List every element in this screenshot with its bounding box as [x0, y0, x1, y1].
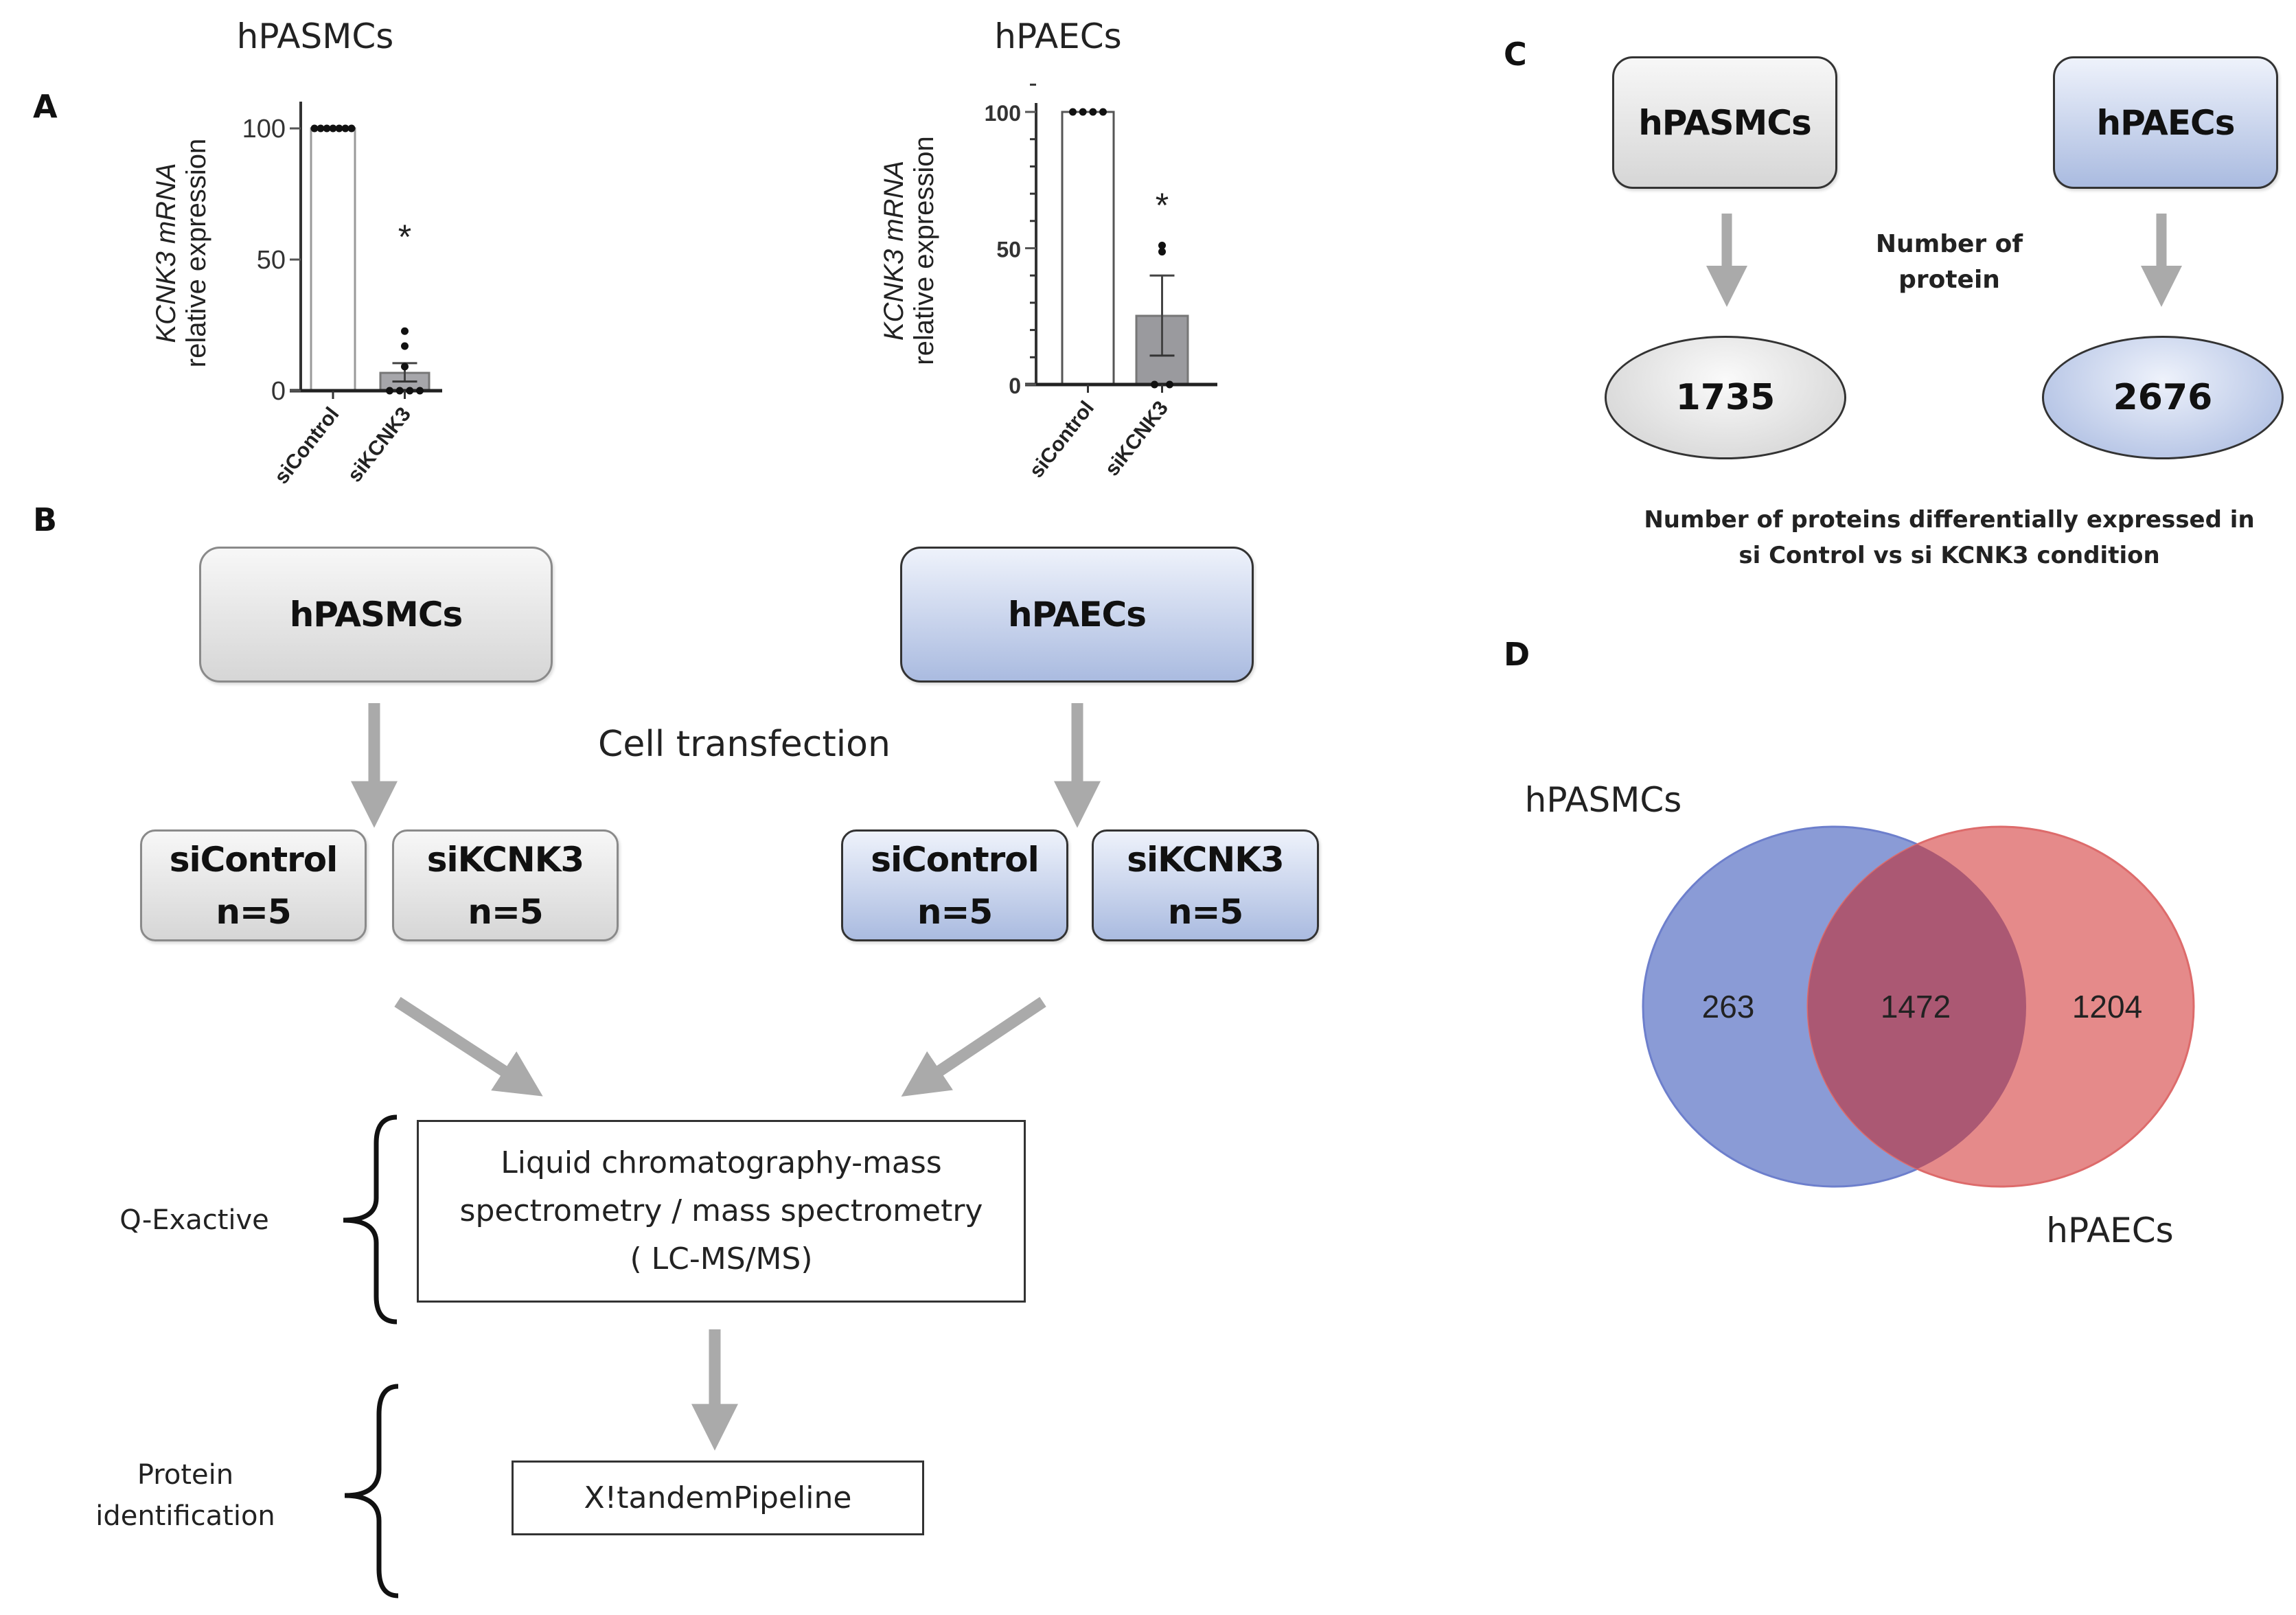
condition-n: n=5 — [917, 891, 993, 932]
venn-count-hpasmcs-only: 263 — [1702, 989, 1755, 1024]
venn-label-hpaecs: hPAECs — [2046, 1211, 2174, 1250]
cell-type-box-hpasmcs: hPASMCs — [199, 547, 553, 683]
y-tick-label: 100 — [985, 101, 1021, 126]
condition-n: n=5 — [216, 891, 291, 932]
lc-msms-box: Liquid chromatography-mass spectrometry … — [417, 1120, 1026, 1303]
cell-type-label: hPASMCs — [1638, 102, 1812, 143]
cell-type-box-hpaecs: hPAECs — [900, 547, 1254, 683]
data-point — [317, 124, 325, 133]
condition-name: siKCNK3 — [426, 839, 584, 880]
venn-diagram: 263 1472 1204 — [1642, 825, 2195, 1188]
count-cell-box-hpaecs: hPAECs — [2053, 56, 2278, 189]
venn-count-hpaecs-only: 1204 — [2072, 989, 2142, 1024]
panel-label-b: B — [33, 501, 58, 538]
data-point — [401, 363, 409, 371]
data-point — [1099, 108, 1107, 116]
xtandem-label: X!tandemPipeline — [584, 1480, 852, 1515]
protein-count: 2676 — [2113, 377, 2213, 418]
data-point — [1158, 242, 1166, 250]
count-arrows — [1706, 214, 2182, 307]
venn-count-intersection: 1472 — [1881, 989, 1951, 1024]
condition-name: siControl — [871, 839, 1040, 880]
y-tick-label: 50 — [257, 246, 286, 275]
data-point — [1158, 248, 1166, 256]
number-of-protein-line: protein — [1898, 266, 2000, 294]
condition-box: siKCNK3 n=5 — [1092, 829, 1319, 941]
condition-box: siControl n=5 — [841, 829, 1068, 941]
data-point — [1151, 380, 1158, 389]
data-point — [1069, 108, 1077, 116]
significance-asterisk: * — [1156, 186, 1169, 225]
protein-count: 1735 — [1675, 377, 1776, 418]
chart-title-hpaecs: hPAECs — [994, 16, 1122, 56]
data-point — [386, 387, 393, 395]
count-cell-box-hpasmcs: hPASMCs — [1612, 56, 1837, 189]
data-point — [329, 124, 337, 133]
brace-icon — [344, 1384, 399, 1599]
protein-identification-line: Protein — [137, 1459, 234, 1491]
y-axis-label: relative expression — [909, 136, 939, 365]
brace-icon — [343, 1114, 398, 1325]
y-tick-label: 0 — [1009, 374, 1021, 398]
bar-sicontrol — [1061, 111, 1115, 386]
y-tick-label: 50 — [996, 238, 1021, 262]
count-ellipse-hpaecs: 2676 — [2042, 336, 2284, 459]
number-of-protein-label: Number of protein — [1876, 227, 2023, 298]
xtandem-box: X!tandemPipeline — [512, 1461, 924, 1535]
y-axis-label: KCNK3 mRNA — [151, 163, 181, 343]
lc-msms-line: ( LC-MS/MS) — [630, 1241, 813, 1276]
condition-name: siKCNK3 — [1127, 839, 1284, 880]
chart-title-hpasmcs: hPASMCs — [236, 16, 394, 56]
panel-label-c: C — [1504, 36, 1527, 73]
data-point — [1166, 380, 1173, 389]
panel-label-d: D — [1504, 636, 1530, 673]
arrow-diagonal-icon — [394, 996, 543, 1097]
count-caption-line: Number of proteins differentially expres… — [1644, 506, 2255, 534]
count-ellipse-hpasmcs: 1735 — [1605, 336, 1846, 459]
data-point — [1089, 108, 1097, 116]
condition-n: n=5 — [468, 891, 543, 932]
data-point — [335, 124, 343, 133]
data-point — [416, 387, 424, 395]
number-of-protein-line: Number of — [1875, 230, 2023, 258]
venn-label-hpasmcs: hPASMCs — [1524, 780, 1682, 820]
cell-type-label: hPASMCs — [289, 595, 463, 634]
y-axis-label: KCNK3 mRNA — [879, 161, 909, 341]
data-point — [310, 124, 319, 133]
condition-box: siControl n=5 — [140, 829, 367, 941]
data-point — [1079, 108, 1087, 116]
y-tick-label: 0 — [271, 377, 286, 406]
condition-name: siControl — [169, 839, 338, 880]
lc-msms-line: Liquid chromatography-mass — [501, 1145, 942, 1180]
data-point — [401, 342, 409, 350]
y-tick-label: 100 — [242, 115, 286, 144]
cell-type-label: hPAECs — [2096, 102, 2236, 143]
workflow-arrows — [343, 703, 1101, 1599]
count-caption: Number of proteins differentially expres… — [1644, 502, 2254, 573]
venn-overlap — [1808, 827, 2026, 1187]
cell-type-label: hPAECs — [1008, 595, 1147, 634]
data-point — [406, 387, 414, 395]
q-exactive-label: Q-Exactive — [119, 1204, 269, 1236]
transfection-label: Cell transfection — [598, 724, 891, 765]
data-point — [341, 124, 349, 133]
lc-msms-line: spectrometry / mass spectrometry — [459, 1193, 983, 1228]
data-point — [347, 124, 356, 133]
protein-identification-line: identification — [95, 1500, 275, 1532]
significance-asterisk: * — [398, 218, 411, 256]
condition-box: siKCNK3 n=5 — [392, 829, 619, 941]
arrow-diagonal-icon — [901, 996, 1046, 1097]
y-axis-label: relative expression — [181, 139, 211, 368]
data-point — [323, 124, 331, 133]
data-point — [395, 387, 404, 395]
count-caption-line: si Control vs si KCNK3 condition — [1738, 542, 2160, 569]
panel-label-a: A — [33, 88, 58, 125]
condition-n: n=5 — [1167, 891, 1243, 932]
data-point — [401, 327, 409, 335]
protein-identification-label: Protein identification — [95, 1454, 275, 1537]
